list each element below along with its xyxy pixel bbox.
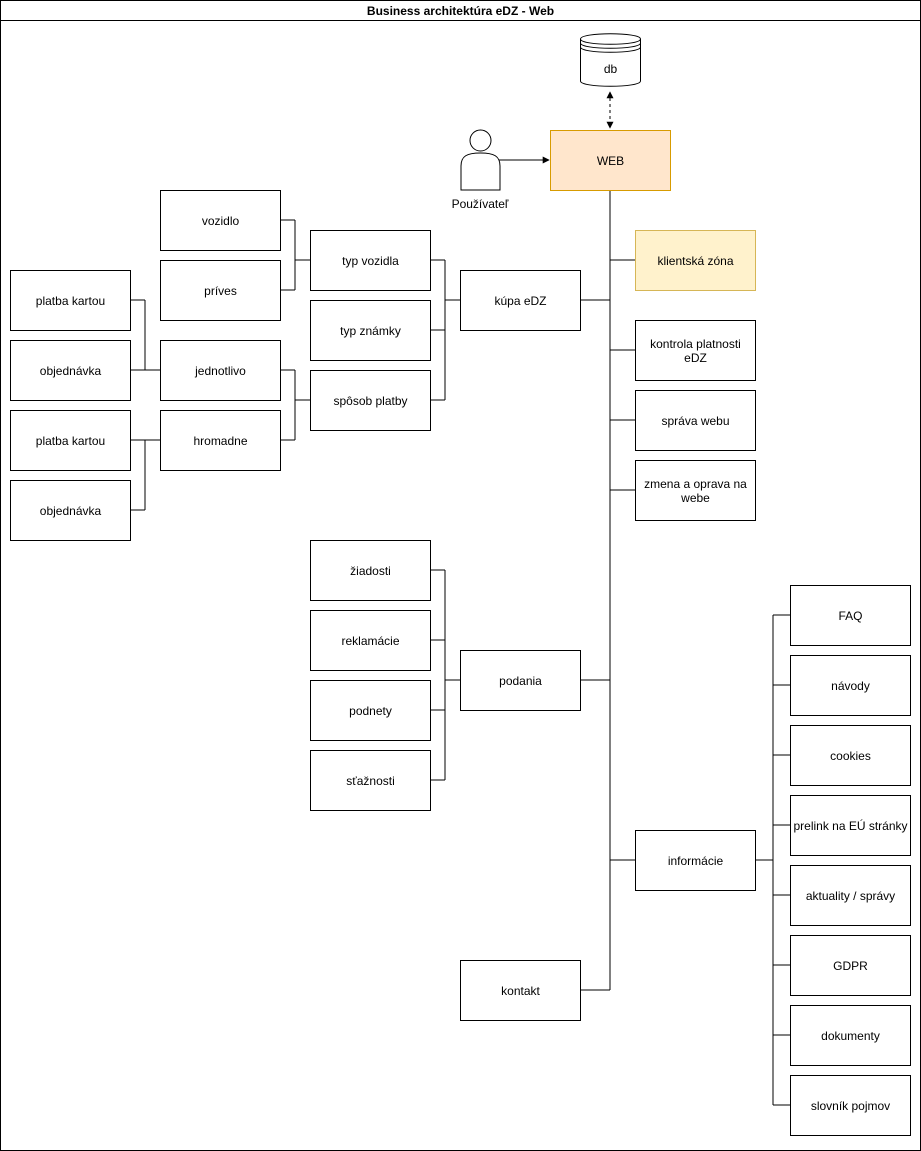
prives-label: príves <box>204 283 237 298</box>
ziadosti-node[interactable]: žiadosti <box>310 540 431 601</box>
person-actor-icon <box>460 129 501 191</box>
gdpr-label: GDPR <box>833 958 868 973</box>
sposob-platby-children <box>280 369 310 441</box>
kupa-edz-node[interactable]: kúpa eDZ <box>460 270 581 331</box>
jednotlivo-children <box>130 299 160 371</box>
objednavka-2-label: objednávka <box>39 503 102 518</box>
typ-vozidla-children <box>280 219 310 291</box>
user-label: Používateľ <box>451 197 509 211</box>
objednavka-2-node[interactable]: objednávka <box>10 480 131 541</box>
kontakt-label: kontakt <box>501 983 540 998</box>
sprava-webu-node[interactable]: správa webu <box>635 390 756 451</box>
kupa-children <box>430 259 460 401</box>
podnety-node[interactable]: podnety <box>310 680 431 741</box>
platba-kartou-2-node[interactable]: platba kartou <box>10 410 131 471</box>
faq-label: FAQ <box>838 608 863 623</box>
typ-vozidla-label: typ vozidla <box>342 253 399 268</box>
dokumenty-node[interactable]: dokumenty <box>790 1005 911 1066</box>
informacie-children <box>755 614 790 1106</box>
klientska-zona-label: klientská zóna <box>657 253 734 268</box>
prelink-label: prelink na EÚ stránky <box>793 818 908 833</box>
platba-kartou-1-label: platba kartou <box>35 293 106 308</box>
jednotlivo-label: jednotlivo <box>195 363 246 378</box>
kontrola-platnosti-label: kontrola platnosti eDZ <box>650 336 741 365</box>
reklamacie-label: reklamácie <box>341 633 400 648</box>
navody-node[interactable]: návody <box>790 655 911 716</box>
podnety-label: podnety <box>349 703 392 718</box>
db-label: db <box>603 62 618 76</box>
klientska-zona-node[interactable]: klientská zóna <box>635 230 756 291</box>
dokumenty-label: dokumenty <box>821 1028 880 1043</box>
faq-node[interactable]: FAQ <box>790 585 911 646</box>
database-cylinder-icon <box>580 33 641 87</box>
prelink-node[interactable]: prelink na EÚ stránky <box>790 795 911 856</box>
kontakt-node[interactable]: kontakt <box>460 960 581 1021</box>
ziadosti-label: žiadosti <box>350 563 391 578</box>
cookies-node[interactable]: cookies <box>790 725 911 786</box>
objednavka-1-node[interactable]: objednávka <box>10 340 131 401</box>
staznosti-node[interactable]: sťažnosti <box>310 750 431 811</box>
vozidlo-label: vozidlo <box>201 213 240 228</box>
zmena-oprava-label: zmena a oprava na webe <box>644 476 747 505</box>
vozidlo-node[interactable]: vozidlo <box>160 190 281 251</box>
sposob-platby-node[interactable]: spôsob platby <box>310 370 431 431</box>
sprava-webu-label: správa webu <box>661 413 730 428</box>
gdpr-node[interactable]: GDPR <box>790 935 911 996</box>
web-label: WEB <box>596 153 625 168</box>
informacie-label: informácie <box>667 853 724 868</box>
diagram-title: Business architektúra eDZ - Web <box>1 1 920 21</box>
web-node[interactable]: WEB <box>550 130 671 191</box>
hromadne-children <box>130 439 160 511</box>
reklamacie-node[interactable]: reklamácie <box>310 610 431 671</box>
zmena-oprava-node[interactable]: zmena a oprava na webe <box>635 460 756 521</box>
jednotlivo-node[interactable]: jednotlivo <box>160 340 281 401</box>
podania-node[interactable]: podania <box>460 650 581 711</box>
platba-kartou-2-label: platba kartou <box>35 433 106 448</box>
typ-znamky-node[interactable]: typ známky <box>310 300 431 361</box>
sposob-platby-label: spôsob platby <box>333 393 408 408</box>
slovnik-pojmov-node[interactable]: slovník pojmov <box>790 1075 911 1136</box>
objednavka-1-label: objednávka <box>39 363 102 378</box>
kupa-edz-label: kúpa eDZ <box>494 293 547 308</box>
platba-kartou-1-node[interactable]: platba kartou <box>10 270 131 331</box>
hromadne-label: hromadne <box>193 433 248 448</box>
navody-label: návody <box>831 678 870 693</box>
podania-label: podania <box>499 673 542 688</box>
hromadne-node[interactable]: hromadne <box>160 410 281 471</box>
informacie-node[interactable]: informácie <box>635 830 756 891</box>
aktuality-label: aktuality / správy <box>805 888 896 903</box>
slovnik-pojmov-label: slovník pojmov <box>810 1098 891 1113</box>
typ-znamky-label: typ známky <box>340 323 401 338</box>
kontrola-platnosti-node[interactable]: kontrola platnosti eDZ <box>635 320 756 381</box>
aktuality-node[interactable]: aktuality / správy <box>790 865 911 926</box>
cookies-label: cookies <box>830 748 871 763</box>
podania-children <box>430 569 460 781</box>
typ-vozidla-node[interactable]: typ vozidla <box>310 230 431 291</box>
staznosti-label: sťažnosti <box>346 773 395 788</box>
prives-node[interactable]: príves <box>160 260 281 321</box>
